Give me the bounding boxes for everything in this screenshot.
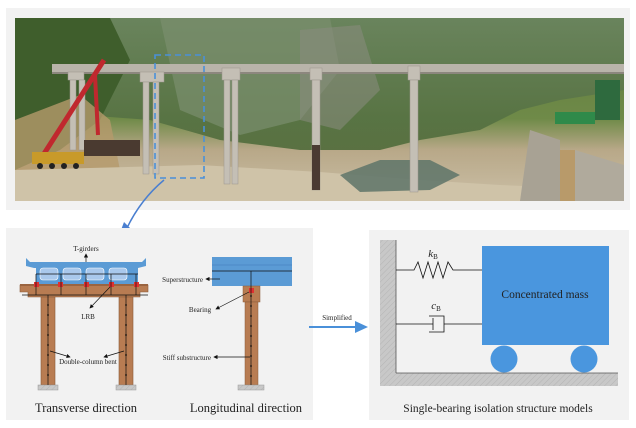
label-superstructure: Superstructure [162,276,203,284]
label-t-girders: T-girders [73,245,99,253]
label-simplified: Simplified [322,314,352,322]
label-damper-c: cB [431,300,441,313]
label-concentrated-mass: Concentrated mass [501,289,589,301]
callout-arrow [125,179,165,231]
arrowhead-icon [355,321,368,333]
label-double-column-bent: Double-column bent [59,358,117,366]
caption-model: Single-bearing isolation structure model… [403,403,593,415]
damper-icon [396,315,482,333]
spring-icon [396,260,482,280]
transverse-diagram: T-girders LRB Double-column bent Transve… [19,245,149,415]
isolation-model: kB cB Concentrated mass Single-bearing i… [380,240,618,415]
wheel-icon [570,345,598,373]
simplified-arrow: Simplified [309,314,368,333]
caption-longitudinal: Longitudinal direction [190,401,303,415]
longitudinal-diagram: Superstructure Bearing Stiff substructur… [162,257,303,415]
wheel-icon [490,345,518,373]
label-lrb: LRB [81,313,95,321]
caption-transverse: Transverse direction [35,401,138,415]
bridge-photo [15,18,624,201]
label-spring-k: kB [428,248,438,261]
label-bearing: Bearing [189,306,212,314]
label-stiff-substructure: Stiff substructure [163,354,211,362]
highlight-box [154,54,205,179]
concentrated-mass [482,246,609,345]
